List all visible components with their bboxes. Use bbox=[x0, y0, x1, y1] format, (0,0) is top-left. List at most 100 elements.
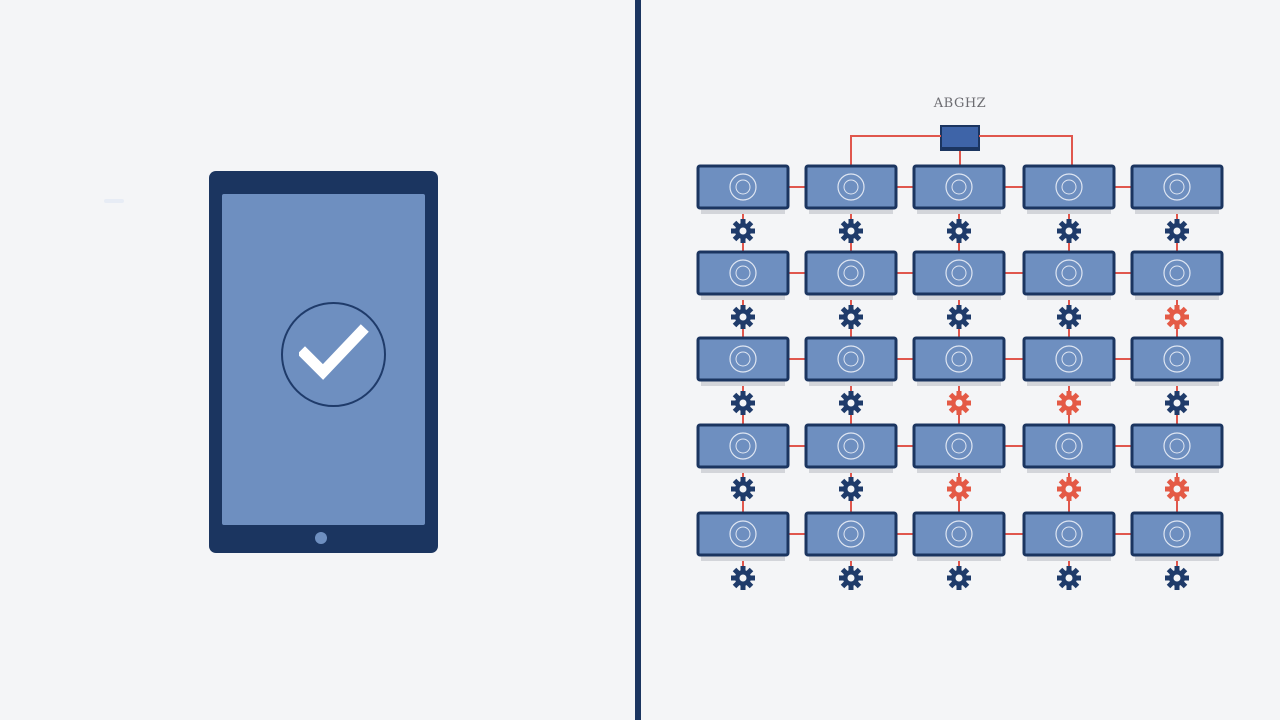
gear-tooth bbox=[740, 584, 746, 590]
server-node bbox=[912, 511, 1006, 561]
gear-tooth bbox=[1174, 305, 1180, 311]
node-box bbox=[1130, 423, 1224, 469]
gear-tooth bbox=[1174, 323, 1180, 329]
gear-tooth bbox=[1066, 584, 1072, 590]
node-icon-inner bbox=[843, 265, 859, 281]
gear-tooth bbox=[740, 477, 746, 483]
tablet-speaker bbox=[104, 199, 124, 203]
gear-icon bbox=[1165, 219, 1189, 243]
node-icon bbox=[1163, 345, 1191, 373]
gear-tooth bbox=[956, 477, 962, 483]
node-box bbox=[912, 336, 1006, 382]
gear-hole bbox=[1173, 399, 1181, 407]
server-node bbox=[696, 164, 790, 214]
node-icon bbox=[1163, 173, 1191, 201]
gear-tooth bbox=[848, 391, 854, 397]
node-shadow bbox=[1027, 553, 1111, 561]
gear-tooth bbox=[1066, 409, 1072, 415]
server-node bbox=[912, 423, 1006, 473]
gear-hole bbox=[1065, 574, 1073, 582]
checkmark-icon bbox=[299, 324, 369, 380]
server-node bbox=[912, 336, 1006, 386]
gear-icon bbox=[731, 305, 755, 329]
gear-hole bbox=[1065, 399, 1073, 407]
gear-icon bbox=[839, 219, 863, 243]
node-shadow bbox=[809, 206, 893, 214]
node-box bbox=[1022, 164, 1116, 210]
gear-tooth bbox=[848, 477, 854, 483]
gear-hole bbox=[739, 485, 747, 493]
node-icon-inner bbox=[951, 438, 967, 454]
gear-icon bbox=[1165, 391, 1189, 415]
node-icon-inner bbox=[843, 526, 859, 542]
node-shadow bbox=[1027, 465, 1111, 473]
gear-tooth bbox=[1066, 391, 1072, 397]
node-icon-inner bbox=[843, 438, 859, 454]
node-box bbox=[912, 511, 1006, 557]
server-node bbox=[1130, 423, 1224, 473]
node-box bbox=[1130, 164, 1224, 210]
gear-tooth bbox=[848, 409, 854, 415]
node-icon bbox=[945, 173, 973, 201]
root-node bbox=[940, 125, 980, 151]
node-shadow bbox=[809, 553, 893, 561]
server-node bbox=[804, 336, 898, 386]
node-icon-inner bbox=[951, 526, 967, 542]
server-node bbox=[1130, 250, 1224, 300]
node-box bbox=[1022, 511, 1116, 557]
gear-icon bbox=[839, 391, 863, 415]
gear-icon bbox=[1057, 219, 1081, 243]
node-icon-inner bbox=[1061, 179, 1077, 195]
node-box bbox=[696, 164, 790, 210]
gear-tooth bbox=[1174, 566, 1180, 572]
node-shadow bbox=[809, 292, 893, 300]
gear-icon bbox=[1057, 566, 1081, 590]
gear-hole bbox=[847, 485, 855, 493]
server-node bbox=[804, 511, 898, 561]
node-shadow bbox=[1135, 465, 1219, 473]
tablet-device bbox=[209, 171, 438, 553]
gear-tooth bbox=[956, 219, 962, 225]
gear-icon bbox=[1057, 305, 1081, 329]
node-box bbox=[696, 250, 790, 296]
node-shadow bbox=[809, 465, 893, 473]
server-node bbox=[1022, 164, 1116, 214]
gear-tooth bbox=[1174, 477, 1180, 483]
node-icon-inner bbox=[1061, 526, 1077, 542]
server-node bbox=[1130, 336, 1224, 386]
gear-grid bbox=[731, 219, 1189, 590]
gear-hole bbox=[847, 399, 855, 407]
gear-icon bbox=[947, 305, 971, 329]
node-shadow bbox=[917, 206, 1001, 214]
gear-icon bbox=[1165, 305, 1189, 329]
gear-icon bbox=[731, 477, 755, 501]
home-button bbox=[315, 532, 327, 544]
gear-icon bbox=[1057, 391, 1081, 415]
gear-hole bbox=[955, 485, 963, 493]
gear-hole bbox=[1173, 313, 1181, 321]
checkmark-circle-icon bbox=[281, 302, 386, 407]
server-node bbox=[1022, 423, 1116, 473]
gear-hole bbox=[1065, 485, 1073, 493]
gear-tooth bbox=[1066, 323, 1072, 329]
node-shadow bbox=[1027, 292, 1111, 300]
node-icon bbox=[1055, 345, 1083, 373]
node-shadow bbox=[917, 378, 1001, 386]
gear-hole bbox=[739, 227, 747, 235]
node-box bbox=[804, 336, 898, 382]
gear-tooth bbox=[1066, 305, 1072, 311]
gear-tooth bbox=[1066, 219, 1072, 225]
node-shadow bbox=[701, 206, 785, 214]
node-icon bbox=[1055, 259, 1083, 287]
node-icon bbox=[945, 432, 973, 460]
server-node bbox=[1022, 250, 1116, 300]
node-icon bbox=[837, 520, 865, 548]
node-shadow bbox=[1135, 378, 1219, 386]
gear-icon bbox=[1165, 566, 1189, 590]
gear-icon bbox=[947, 219, 971, 243]
gear-hole bbox=[847, 227, 855, 235]
node-box bbox=[912, 423, 1006, 469]
diagram-header-label: ABGHZ bbox=[933, 96, 987, 111]
node-box bbox=[1022, 336, 1116, 382]
